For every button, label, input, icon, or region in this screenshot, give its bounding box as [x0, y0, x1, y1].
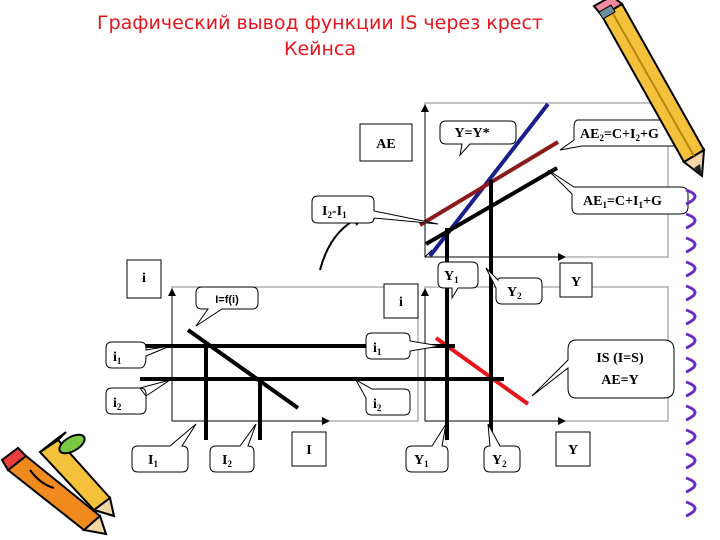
page-title: Графический вывод функции IS через крест… [97, 12, 543, 60]
svg-text:AE: AE [376, 137, 395, 152]
svg-text:Y2: Y2 [507, 285, 522, 301]
svg-text:Y=Y*: Y=Y* [454, 126, 489, 141]
I1-bottom-callout: I1 [131, 423, 197, 473]
i2-left-callout: i2 [105, 379, 171, 415]
svg-text:AE=Y: AE=Y [601, 373, 639, 388]
y-equals-ystar-callout: Y=Y* [439, 120, 517, 157]
pencil-icon [592, 0, 706, 178]
svg-text:I=f(i): I=f(i) [215, 294, 239, 306]
svg-text:AE2=C+I2+G: AE2=C+I2+G [580, 127, 659, 143]
i-axis-label-box-left: i [126, 259, 162, 299]
svg-text:Y1: Y1 [444, 269, 459, 285]
svg-text:IS (I=S): IS (I=S) [596, 351, 644, 366]
pencils-icon [0, 431, 116, 536]
svg-text:i2: i2 [113, 396, 122, 412]
y2-top-callout: Y2 [485, 267, 543, 305]
svg-text:i2: i2 [373, 397, 382, 413]
y-axis-label-box-bottom: Y [555, 431, 591, 467]
svg-text:AE1=C+I1+G: AE1=C+I1+G [583, 194, 662, 210]
transfer-arrow [319, 217, 359, 271]
investment-function-callout: I=f(i) [195, 286, 259, 327]
ae-axis-label-box: AE [359, 123, 413, 162]
investment-function-line [186, 328, 300, 410]
i1-mid-callout: i1 [365, 332, 441, 360]
spiral-binding-icon [685, 188, 697, 518]
is-curve [434, 336, 530, 406]
svg-text:i1: i1 [113, 350, 122, 366]
i1-left-callout: i1 [105, 341, 171, 369]
ae1-callout: AE1=C+I1+G [547, 169, 689, 215]
y1-top-callout: Y1 [437, 261, 479, 300]
y-axis-label-box-top: Y [559, 262, 593, 298]
svg-text:I1: I1 [148, 453, 158, 469]
i-axis-label-box-right: i [383, 283, 419, 319]
I2-bottom-callout: I2 [209, 423, 257, 473]
I-axis-label-box: I [291, 431, 327, 467]
ae2-callout: AE2=C+I2+G [559, 119, 681, 151]
svg-text:Y1: Y1 [414, 453, 429, 469]
svg-text:I: I [306, 443, 311, 458]
svg-text:i: i [399, 295, 403, 310]
svg-text:I2: I2 [222, 453, 232, 469]
svg-text:Y: Y [568, 443, 578, 458]
svg-text:Y: Y [571, 275, 581, 290]
svg-text:I2-I1: I2-I1 [322, 204, 347, 220]
Y1-bottom-callout: Y1 [405, 423, 449, 473]
svg-text:i: i [142, 271, 146, 286]
svg-text:i1: i1 [373, 341, 382, 357]
svg-text:Y2: Y2 [492, 453, 507, 469]
i2-mid-callout: i2 [354, 378, 411, 416]
i2-minus-i1-callout: I2-I1 [311, 195, 439, 225]
Y2-bottom-callout: Y2 [483, 423, 521, 473]
is-callout: IS (I=S) AE=Y [531, 339, 675, 399]
